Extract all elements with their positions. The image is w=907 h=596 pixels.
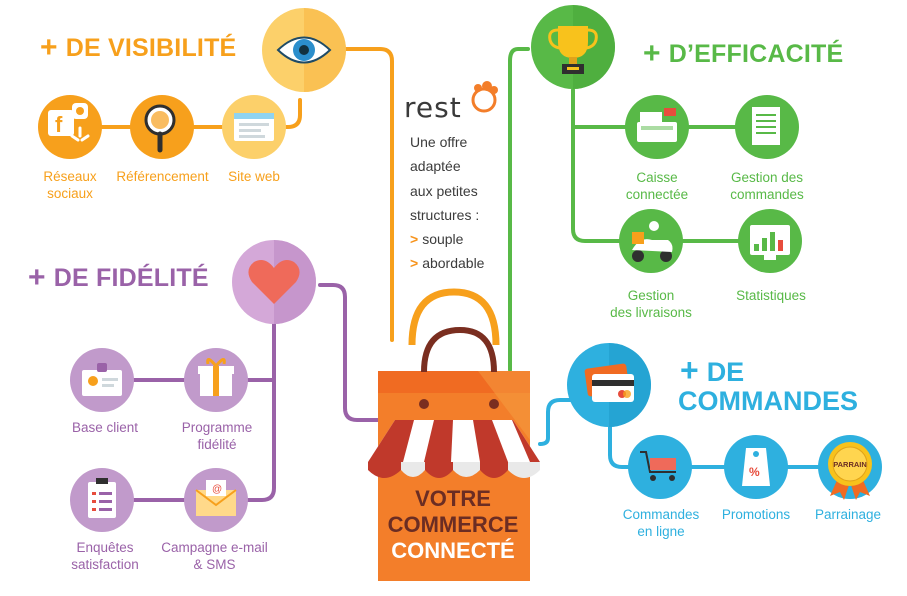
cash-register-icon [637, 108, 677, 142]
connector-commandes [538, 398, 578, 446]
label-site-web: Site web [228, 169, 280, 184]
chef-hat-icon [471, 81, 498, 113]
label-base-client: Base client [71, 420, 139, 435]
badge-icon: PARRAIN [828, 442, 872, 500]
social-network-icon: f [48, 103, 90, 142]
client-card-icon [82, 363, 122, 396]
shopping-bag-icon [368, 288, 540, 581]
clipboard-icon [88, 478, 116, 518]
connector-commandes-items [608, 408, 852, 469]
svg-text:f: f [55, 112, 63, 137]
label-promotions: Promotions [721, 507, 791, 522]
connector-visibilite-items [68, 98, 302, 129]
statistics-icon [750, 225, 790, 260]
title-efficacite: +D’EFFICACITÉ [643, 37, 844, 70]
credit-card-icon [584, 363, 634, 402]
label-parrainage: Parrainage [814, 507, 882, 522]
connector-efficacite-items [571, 88, 772, 243]
price-tag-icon: % [742, 448, 770, 486]
title-visibilite: +DE VISIBILITÉ [40, 31, 237, 64]
offer-line: structures : [410, 206, 480, 223]
title-commandes: +DE COMMANDES [678, 352, 858, 416]
website-icon [234, 113, 274, 141]
delivery-scooter-icon [632, 221, 673, 262]
resto-logo: rest [404, 91, 462, 124]
offer-line: adaptée [410, 158, 461, 175]
connector-visibilite [343, 47, 394, 342]
order-sheet-icon [752, 107, 780, 145]
connector-fidelite [318, 283, 380, 422]
label-referencement: Référencement [116, 169, 209, 184]
connector-fidelite-items [98, 318, 276, 502]
title-fidelite: +DE FIDÉLITÉ [28, 261, 209, 294]
offer-bullet: >abordable [410, 255, 485, 272]
eye-icon [276, 36, 332, 64]
offer-description: Une offre adaptée aux petites structures… [410, 130, 484, 276]
offer-line: Une offre [410, 134, 468, 150]
gift-icon [198, 358, 234, 396]
email-icon: @ [195, 480, 237, 516]
svg-text:@: @ [212, 484, 222, 495]
badge-text: PARRAIN [833, 460, 867, 469]
label-campagne-email: Campagne e-mail& SMS [161, 540, 268, 572]
magnifier-icon [144, 104, 176, 153]
heart-icon [248, 260, 300, 304]
connector-efficacite [508, 47, 530, 372]
center-title: VOTRE COMMERCE CONNECTÉ [387, 486, 519, 563]
svg-text:%: % [749, 465, 760, 479]
label-statistiques: Statistiques [736, 288, 806, 303]
offer-line: aux petites [410, 182, 478, 199]
shopping-cart-icon [640, 451, 676, 481]
trophy-icon [548, 26, 598, 74]
offer-bullet: >souple [410, 231, 464, 248]
